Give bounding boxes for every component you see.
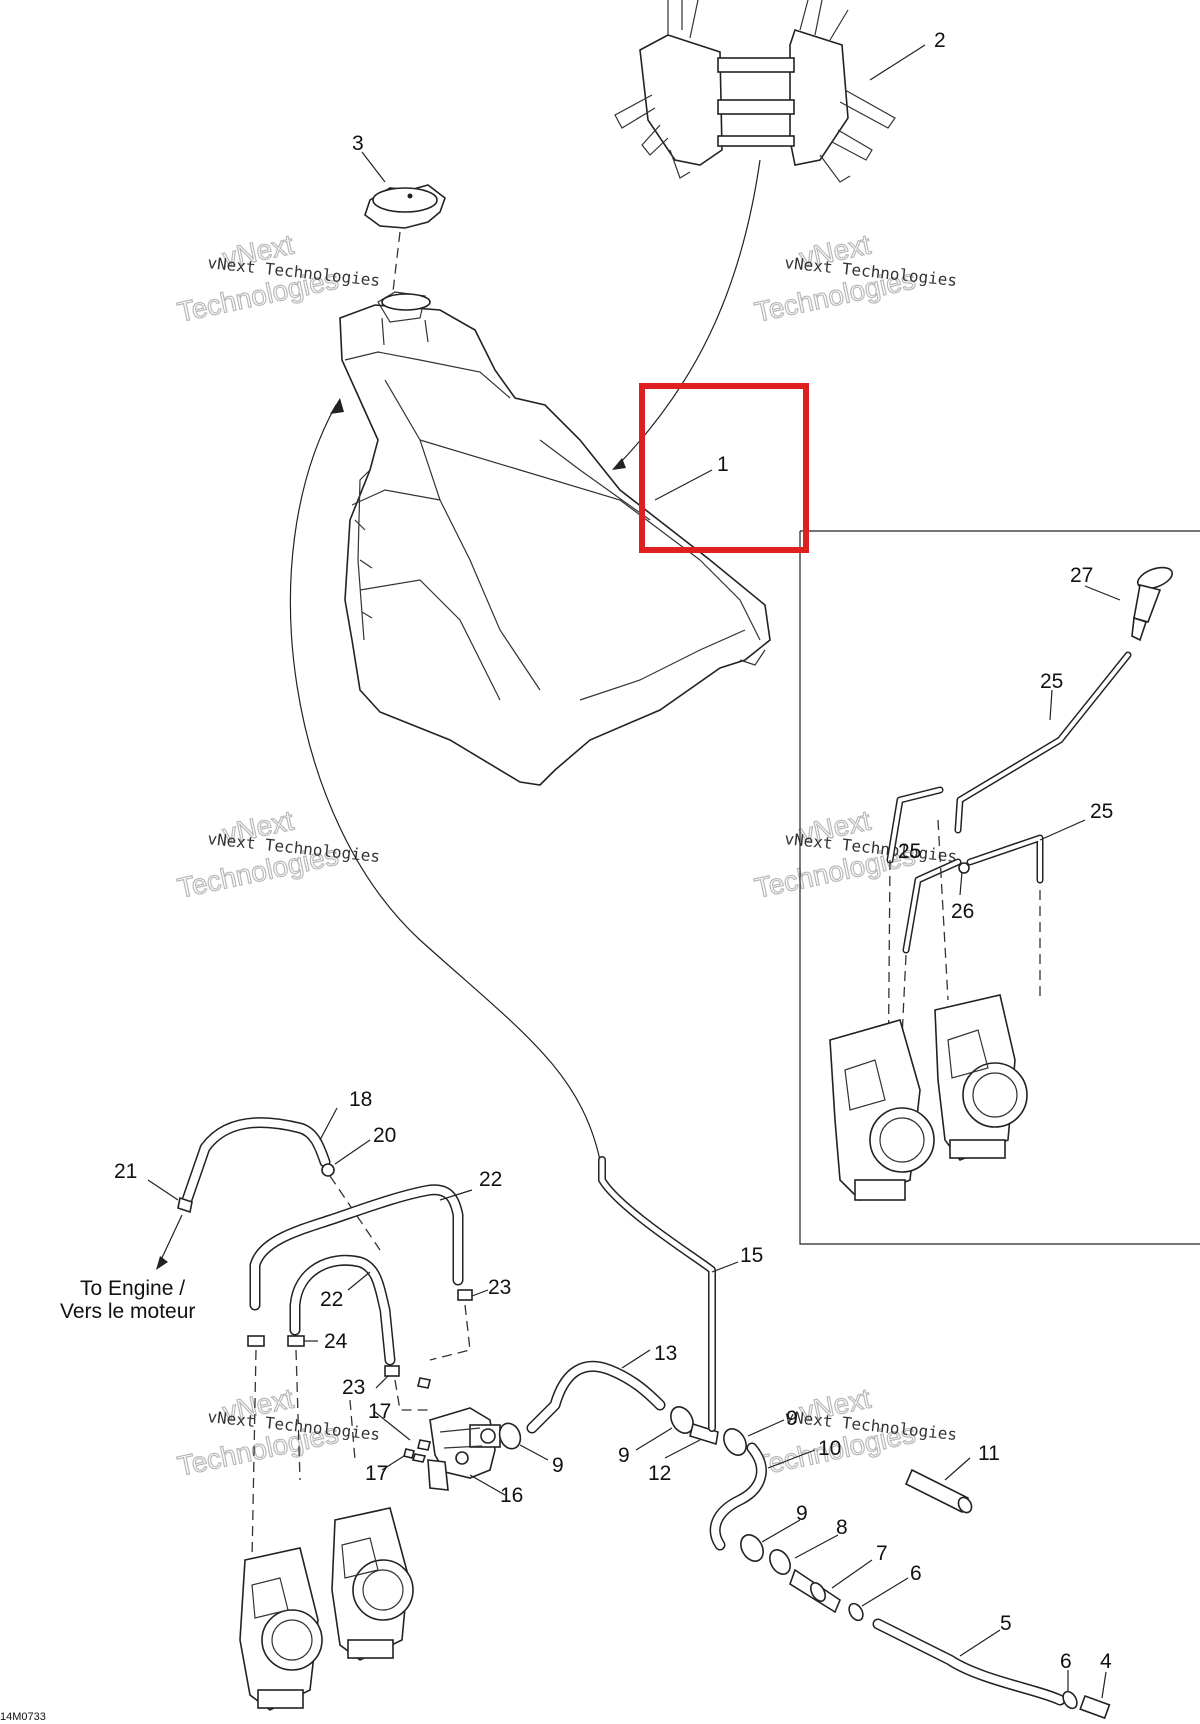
- clamp-part-9: [498, 1422, 522, 1450]
- filler-cap-part-3: [364, 184, 446, 301]
- callout-6: 6: [1060, 1650, 1072, 1673]
- callout-9: 9: [786, 1407, 798, 1430]
- callout-25: 25: [1040, 670, 1063, 693]
- callout-9: 9: [618, 1444, 630, 1467]
- grommet-part-8: [769, 1549, 791, 1575]
- callout-23: 23: [488, 1276, 511, 1299]
- carburetor-lower-2: [331, 1507, 414, 1661]
- callout-17: 17: [365, 1462, 388, 1485]
- callout-7: 7: [876, 1542, 888, 1565]
- watermark-bottom-right: Technologies vNext vNext Technologies: [751, 1382, 958, 1482]
- watermark-top-left: Technologies vNext vNext Technologies: [174, 228, 381, 328]
- carburetor-inset-1: [829, 1019, 935, 1201]
- clamp-part-23: [457, 1289, 473, 1301]
- clamp-part-24: [287, 1335, 305, 1347]
- watermark-top-right: Technologies vNext vNext Technologies: [751, 228, 958, 328]
- fuel-pump-part-16: [411, 1407, 501, 1491]
- callout-22: 22: [320, 1288, 343, 1311]
- clamp-part-9: [740, 1534, 764, 1562]
- callout-27: 27: [1070, 564, 1093, 587]
- callout-4: 4: [1100, 1650, 1112, 1673]
- callout-12: 12: [648, 1462, 671, 1485]
- clamp-part-20: [321, 1163, 335, 1177]
- highlight-box: [639, 383, 809, 553]
- carburetor-inset-2: [934, 994, 1028, 1161]
- watermark-mid-left: Technologies vNext vNext Technologies: [174, 804, 381, 904]
- clamp-part-9: [670, 1406, 694, 1434]
- callout-6: 6: [910, 1562, 922, 1585]
- watermark-mid-right: Technologies vNext vNext Technologies: [751, 804, 958, 904]
- filter-part-4: [1079, 1694, 1111, 1720]
- ring-part-6: [1062, 1690, 1078, 1710]
- callout-17: 17: [368, 1400, 391, 1423]
- clamp-part-9: [723, 1428, 747, 1456]
- arrow-head: [612, 458, 626, 470]
- callout-10: 10: [818, 1437, 841, 1460]
- primer-part-27: [1131, 566, 1173, 642]
- callout-9: 9: [796, 1502, 808, 1525]
- fitting-part-21: [177, 1196, 193, 1214]
- callout-1: 1: [717, 453, 729, 476]
- callout-8: 8: [836, 1516, 848, 1539]
- fuel-tank-part-1: [339, 291, 771, 786]
- hose-part-11: [904, 1468, 970, 1514]
- callout-13: 13: [654, 1342, 677, 1365]
- callout-25: 25: [898, 840, 921, 863]
- callout-15: 15: [740, 1244, 763, 1267]
- callout-20: 20: [373, 1124, 396, 1147]
- callout-2: 2: [934, 29, 946, 52]
- tank-bracket-part-2: [614, 0, 896, 183]
- callout-16: 16: [500, 1484, 523, 1507]
- figure-code: 14M0733: [0, 1711, 46, 1723]
- callout-26: 26: [951, 900, 974, 923]
- fitting-part-17: [417, 1377, 431, 1389]
- callout-5: 5: [1000, 1612, 1012, 1635]
- to-engine-label-fr: Vers le moteur: [60, 1300, 195, 1323]
- to-engine-label-en: To Engine /: [80, 1277, 185, 1300]
- clamp-part-24: [247, 1335, 265, 1347]
- callout-21: 21: [114, 1160, 137, 1183]
- clamp-part-23: [384, 1365, 400, 1377]
- callout-18: 18: [349, 1088, 372, 1111]
- callout-leaders: [147, 44, 1121, 1699]
- callout-22: 22: [479, 1168, 502, 1191]
- callout-9: 9: [552, 1454, 564, 1477]
- callout-24: 24: [324, 1330, 348, 1353]
- arrow-head: [156, 1256, 168, 1270]
- ring-part-6: [848, 1602, 864, 1622]
- callout-25: 25: [1090, 800, 1113, 823]
- callout-3: 3: [352, 132, 364, 155]
- callout-11: 11: [978, 1442, 1000, 1465]
- inset-detail: [799, 530, 1200, 1245]
- callout-23: 23: [342, 1376, 365, 1399]
- fitting-part-17: [403, 1448, 415, 1459]
- carburetor-lower-1: [239, 1547, 323, 1711]
- arrow-head: [330, 398, 344, 414]
